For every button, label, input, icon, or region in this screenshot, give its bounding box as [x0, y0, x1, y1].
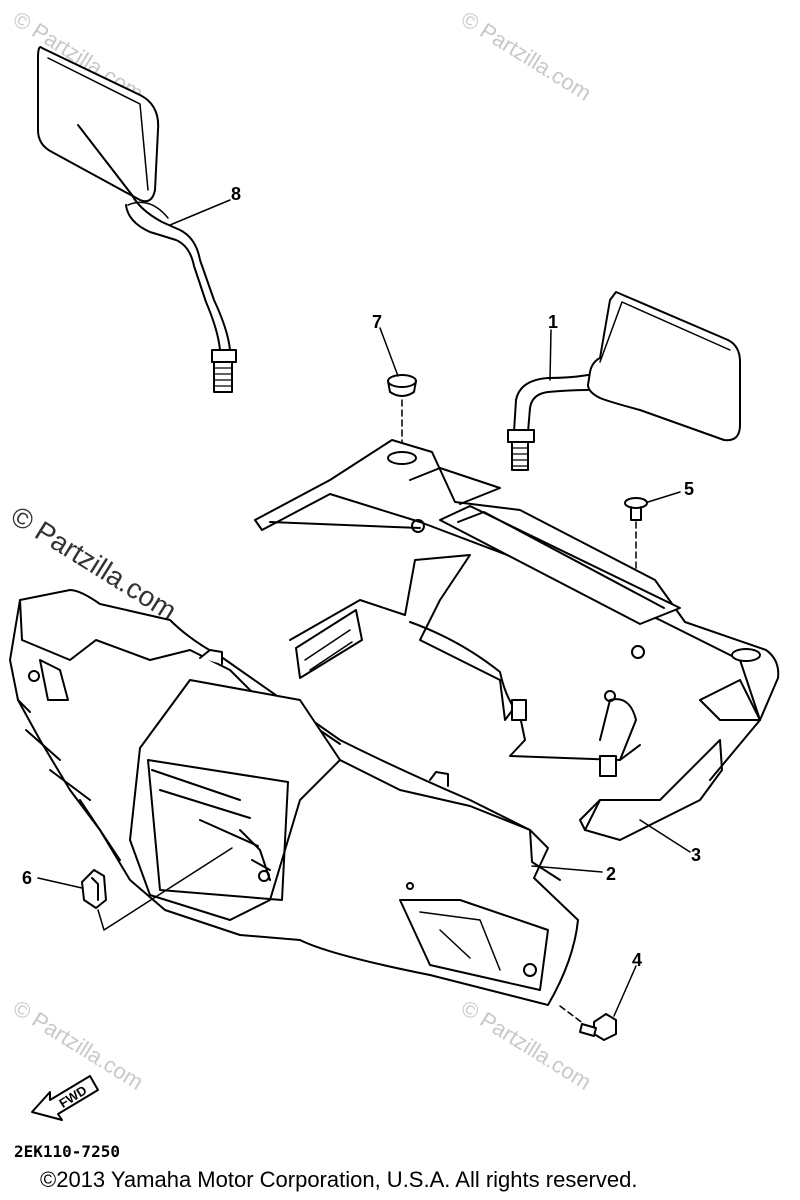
diagram-code: 2EK110-7250 [14, 1142, 120, 1161]
nut-6 [81, 847, 233, 931]
bolt-4 [559, 1005, 617, 1041]
copyright-notice: ©2013 Yamaha Motor Corporation, U.S.A. A… [40, 1167, 638, 1192]
right-mirror [507, 291, 741, 471]
inner-cover [254, 439, 780, 841]
callout-6: 6 [22, 868, 33, 888]
callout-4: 4 [632, 950, 643, 970]
fwd-arrow-icon: FWD [31, 1075, 99, 1121]
main-cover [9, 589, 579, 1006]
callout-1: 1 [548, 312, 559, 332]
leader-lines [37, 199, 691, 1017]
callout-5: 5 [684, 479, 695, 499]
callout-2: 2 [606, 864, 617, 884]
callout-7: 7 [372, 312, 383, 332]
callout-3: 3 [691, 845, 702, 865]
callout-8: 8 [231, 184, 242, 204]
left-mirror [37, 46, 237, 393]
